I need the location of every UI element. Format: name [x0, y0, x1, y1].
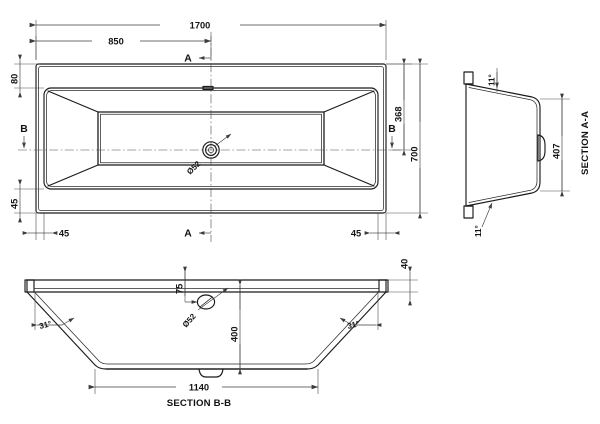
dim-700-label: 700: [409, 146, 419, 162]
bb-angle-left-label: 31°: [38, 319, 52, 331]
section-marker-b-right: B: [388, 124, 396, 149]
section-a-a-view: 11° 11° 407 SECTION A-A: [463, 68, 591, 237]
wall-fold-bottom-left: [47, 164, 99, 187]
bb-dim-base-width: 1140: [88, 369, 319, 394]
dim-foot-right: 45: [351, 213, 400, 240]
wall-fold-bottom-right: [323, 164, 375, 187]
bb-dim-depth: 400: [229, 279, 242, 375]
section-a-a-title: SECTION A-A: [580, 111, 591, 175]
dim-45-foot-right-label: 45: [351, 228, 361, 238]
aa-body-profile-inner: [468, 87, 538, 203]
bb-1140-label: 1140: [189, 382, 209, 392]
dim-45-left-label: 45: [9, 199, 19, 209]
dim-inner-width: 368: [386, 58, 412, 156]
aa-dim-angle-bottom: 11°: [474, 202, 493, 237]
bb-dim-angle-right: 31°: [339, 292, 382, 331]
aa-bottom-rim-lug: [463, 205, 474, 219]
dim-45-foot-left-label: 45: [59, 228, 69, 238]
dim-1700-label: 1700: [190, 20, 211, 30]
dim-rim-bottom: 45: [9, 179, 44, 223]
section-b-right-label: B: [388, 124, 396, 135]
aa-dim-height: 407: [540, 93, 570, 197]
section-b-left-label: B: [20, 124, 28, 135]
dim-foot-left: 45: [22, 213, 69, 240]
dim-rim-top: 80: [9, 54, 44, 98]
dim-80-label: 80: [9, 74, 19, 84]
waste-outlet-top-view: Ø52: [185, 133, 232, 176]
bb-40-label: 40: [399, 259, 409, 269]
bb-waste-diameter-label: Ø52: [181, 312, 198, 330]
section-marker-a-bottom: A: [184, 229, 211, 240]
bb-inner-profile: [33, 288, 380, 365]
bb-waste-outlet: Ø52: [181, 287, 229, 330]
bb-left-rim-lug: [24, 279, 35, 293]
aa-angle-bottom-label: 11°: [474, 225, 483, 237]
section-marker-b-left: B: [20, 124, 28, 149]
aa-407-label: 407: [551, 143, 561, 159]
bb-400-label: 400: [229, 326, 239, 342]
section-a-bottom-label: A: [184, 229, 192, 240]
aa-side-grip-detail: [537, 134, 546, 162]
overflow-slot: [202, 85, 214, 91]
bb-outer-profile: [26, 279, 387, 370]
section-b-b-view: Ø52 75 400: [24, 259, 418, 409]
bb-angle-right-label: 31°: [346, 319, 360, 331]
aa-angle-top-label: 11°: [488, 74, 497, 86]
waste-leader-line: [215, 133, 232, 146]
bb-dim-angle-left: 31°: [31, 292, 75, 331]
bb-dim-waste-offset: 75: [174, 266, 198, 304]
aa-top-rim-lug: [463, 71, 474, 85]
bb-dim-rim-thickness: 40: [388, 259, 418, 306]
bb-waste-sump: [198, 368, 224, 378]
aa-dim-angle-top: 11°: [488, 68, 499, 92]
section-a-top-label: A: [184, 54, 192, 65]
top-view: Ø52 1700 850: [9, 20, 428, 242]
waste-diameter-label: Ø52: [185, 159, 203, 176]
bb-right-rim-lug: [378, 279, 389, 293]
bb-75-label: 75: [174, 284, 184, 294]
section-b-b-title: SECTION B-B: [167, 398, 232, 409]
dim-overall-width: 700: [386, 58, 428, 219]
section-marker-a-top: A: [184, 54, 211, 65]
wall-fold-top-right: [323, 90, 375, 113]
aa-body-profile: [465, 83, 541, 207]
dim-368-label: 368: [393, 106, 403, 122]
wall-fold-top-left: [47, 90, 99, 113]
tub-base-offset: [100, 113, 322, 164]
dim-half-length: 850: [29, 36, 212, 60]
dim-850-label: 850: [108, 36, 124, 46]
